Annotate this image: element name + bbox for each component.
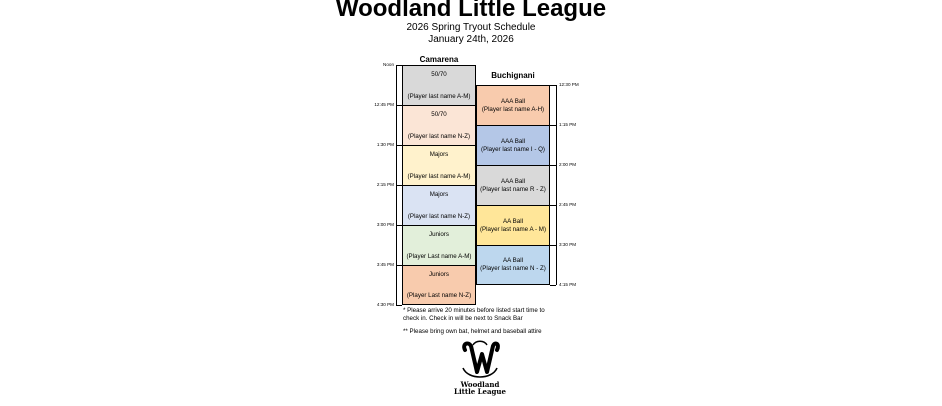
block-detail: (Player last name N-Z) (407, 133, 471, 140)
left-time-label: 4:30 PM (376, 302, 394, 307)
camarena-block: Juniors (Player Last name A-M) (402, 225, 476, 266)
block-detail: (Player last name N - Z) (480, 265, 546, 272)
note-equipment: ** Please bring own bat, helmet and base… (403, 328, 542, 335)
schedule-date: January 24th, 2026 (428, 34, 514, 45)
block-detail: (Player Last name N-Z) (406, 292, 472, 299)
camarena-block: 50/70 (Player last name N-Z) (402, 105, 476, 146)
block-title: AAA Ball (500, 177, 526, 185)
note-check-in: check in. Check in will be next to Snack… (403, 315, 523, 322)
logo-wordmark-line1: Woodland (460, 380, 500, 389)
right-time-label: 1:15 PM (559, 122, 577, 127)
right-time-label: 4:15 PM (559, 282, 577, 287)
block-detail: (Player last name A-H) (481, 105, 545, 113)
right-time-tick (550, 165, 556, 166)
right-time-tick (550, 85, 556, 86)
left-time-label: 1:30 PM (376, 142, 394, 147)
block-detail: (Player last name I - Q) (481, 145, 545, 153)
buchignani-block: AA Ball (Player last name N - Z) (476, 245, 550, 285)
camarena-block: Majors (Player last name N-Z) (402, 185, 476, 226)
block-title: AAA Ball (500, 97, 526, 105)
block-title: 50/70 (431, 71, 447, 78)
right-time-label: 12:30 PM (559, 82, 579, 87)
right-time-tick (550, 245, 556, 246)
left-time-tick (396, 185, 402, 186)
column-header-buchignani: Buchignani (491, 71, 535, 80)
block-detail: (Player last name A-M) (407, 93, 471, 100)
block-detail: (Player last name A-M) (407, 173, 471, 180)
left-time-tick (396, 225, 402, 226)
logo-wordmark-line2: Little League (454, 387, 506, 396)
right-timeline-axis (556, 85, 557, 285)
left-time-tick (396, 145, 402, 146)
block-title: Juniors (429, 231, 449, 238)
left-time-tick (396, 265, 402, 266)
left-time-tick (396, 105, 402, 106)
right-time-label: 3:30 PM (559, 242, 577, 247)
block-title: AAA Ball (500, 137, 526, 145)
block-title: Juniors (429, 271, 449, 278)
left-time-tick (396, 65, 402, 66)
block-title: 50/70 (431, 111, 447, 118)
buchignani-block: AAA Ball (Player last name A-H) (476, 85, 550, 126)
right-time-label: 2:00 PM (559, 162, 577, 167)
left-time-label: 12:45 PM (374, 102, 394, 107)
left-time-label: 3:00 PM (376, 222, 394, 227)
buchignani-block: AAA Ball (Player last name I - Q) (476, 125, 550, 166)
page-title: Woodland Little League (335, 0, 607, 22)
left-time-label: 3:45 PM (376, 262, 394, 267)
right-time-tick (550, 285, 556, 286)
block-detail: (Player last name R - Z) (480, 185, 546, 193)
left-time-label: 2:15 PM (376, 182, 394, 187)
buchignani-block: AA Ball (Player last name A - M) (476, 205, 550, 246)
left-time-label: Noon (383, 62, 394, 67)
right-time-tick (550, 205, 556, 206)
right-time-label: 2:45 PM (559, 202, 577, 207)
column-header-camarena: Camarena (419, 55, 459, 64)
schedule-subtitle: 2026 Spring Tryout Schedule (406, 22, 536, 33)
block-detail: (Player last name A - M) (479, 225, 547, 233)
camarena-block: Juniors (Player Last name N-Z) (402, 265, 476, 305)
block-title: Majors (429, 151, 449, 158)
right-time-tick (550, 125, 556, 126)
camarena-block: 50/70 (Player last name A-M) (402, 65, 476, 106)
camarena-block: Majors (Player last name A-M) (402, 145, 476, 186)
block-title: AA Ball (503, 257, 523, 264)
left-time-tick (396, 305, 402, 306)
curly-w-logo-icon (458, 338, 502, 382)
block-detail: (Player last name N-Z) (407, 213, 471, 220)
buchignani-block: AAA Ball (Player last name R - Z) (476, 165, 550, 206)
block-title: AA Ball (503, 217, 523, 225)
note-arrival: * Please arrive 20 minutes before listed… (403, 307, 545, 314)
block-detail: (Player Last name A-M) (406, 253, 472, 260)
block-title: Majors (429, 191, 449, 198)
